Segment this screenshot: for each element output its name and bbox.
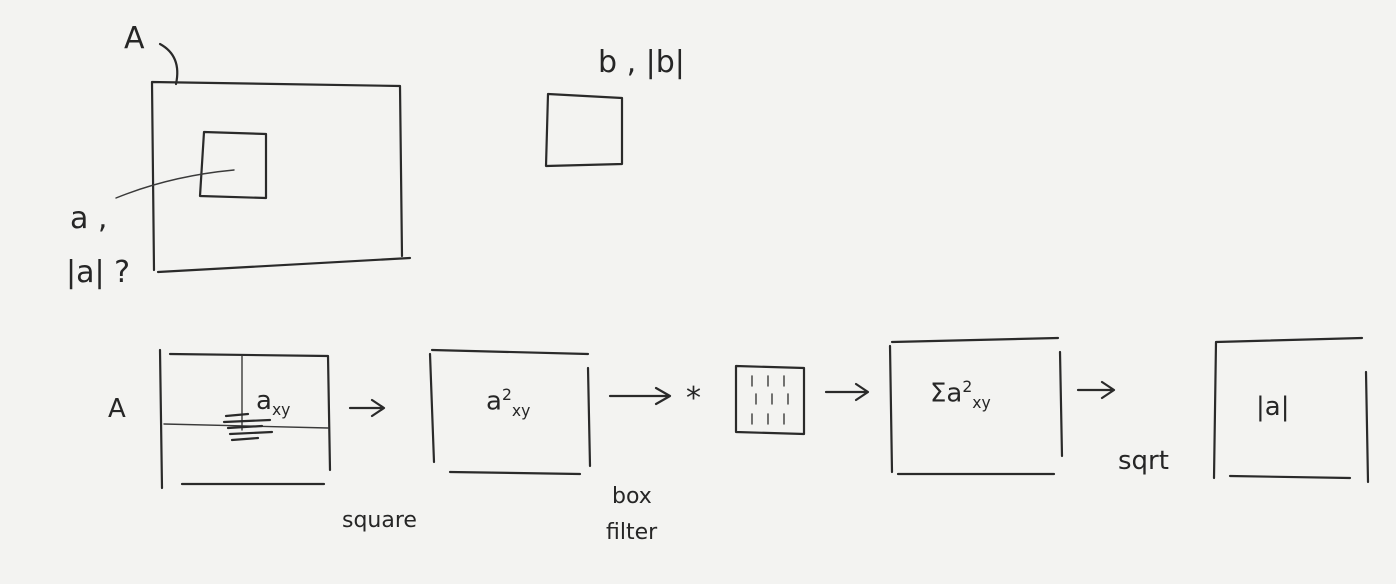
patch-a-box [198,130,268,200]
sum-box [888,336,1064,476]
patch-a-pointer [115,169,235,199]
arrow-filter [608,386,672,406]
cell-label: axy [256,386,291,420]
input-A-box [158,348,332,490]
label-square: square [342,508,417,533]
label-filter: filter [606,520,658,545]
arrow-sum [824,382,870,402]
input-A-gridlines [163,355,329,431]
label-input-A: A [108,394,126,424]
label-b: b , |b| [598,45,685,80]
convolve-symbol: * [686,381,701,416]
arrow-sqrt [1076,380,1116,400]
sum-label: Σa2xy [930,378,991,412]
kernel-ticks [751,375,789,425]
label-box: box [612,484,652,509]
label-a: a , [70,201,108,236]
label-A: A [124,21,145,56]
scribble-mark [222,412,274,442]
result-label: |a| [1256,392,1290,422]
label-sqrt: sqrt [1118,446,1169,476]
image-A-box [150,80,412,274]
label-abs-a: |a| ? [66,255,131,290]
squared-label: a2xy [486,386,531,420]
image-b-box [544,92,624,168]
arrow-square [348,398,386,418]
result-box [1212,336,1370,484]
label-A-pointer [158,42,179,86]
box-filter-kernel [734,364,806,436]
squared-box [428,348,592,476]
